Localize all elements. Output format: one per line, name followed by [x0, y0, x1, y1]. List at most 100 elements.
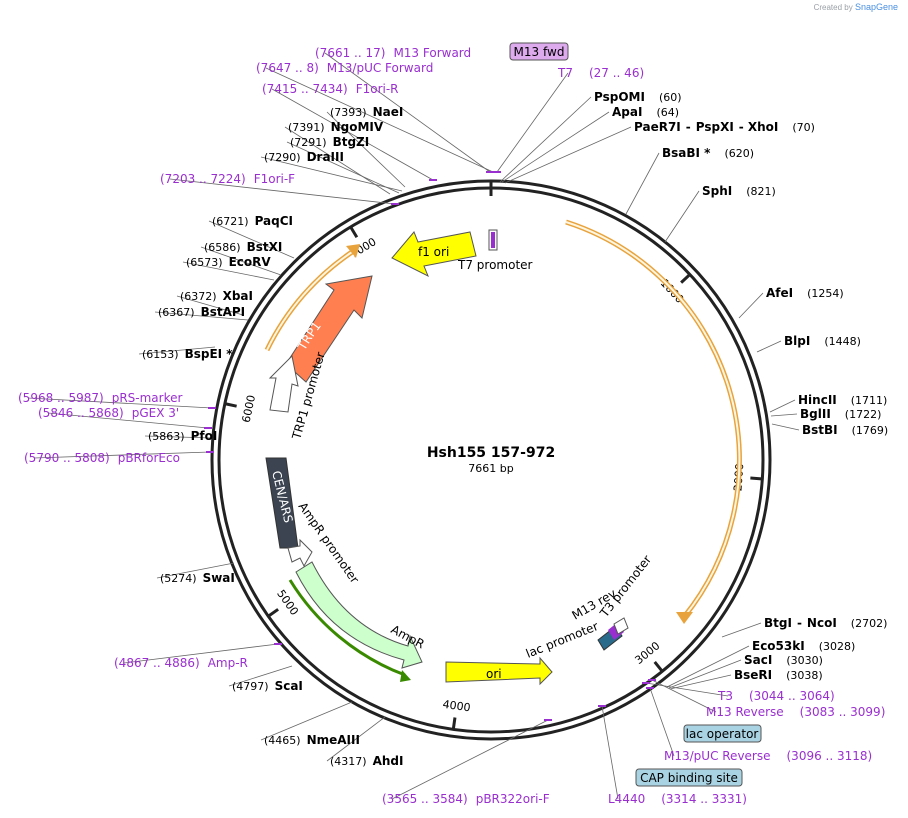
primer-name-pgex-3: pGEX 3': [132, 406, 179, 420]
cap-site-box-label: CAP binding site: [640, 771, 738, 785]
leader-eco53ki: [666, 645, 750, 688]
watermark-brand: SnapGene: [854, 2, 898, 12]
primer-name-m13-reverse: (3083 .. 3099): [800, 705, 886, 719]
primer-name-f1ori-r: F1ori-R: [356, 82, 399, 96]
enzyme-pos-eco53ki: (3028): [819, 640, 856, 653]
enzyme-sep: -: [739, 120, 744, 134]
primer-range-m13-forward: (7661 .. 17): [315, 46, 385, 60]
ori-arrow: [445, 656, 553, 686]
primer-range-m13-puc-reverse: M13/pUC Reverse: [664, 749, 771, 763]
primer-name-pbr322ori-f: pBR322ori-F: [476, 792, 550, 806]
primer-range-pgex-3: (5846 .. 5868): [38, 406, 124, 420]
leader-primer-pbrforeco: [33, 451, 211, 459]
enzyme-pos-bsabi: (620): [724, 147, 754, 160]
enzyme-pos-sphi: (821): [746, 185, 776, 198]
primer-range-f1ori-f: (7203 .. 7224): [160, 172, 246, 186]
leader-ahdi: [326, 716, 386, 762]
enzyme-label-eco53ki: Eco53kI(3028): [752, 639, 855, 653]
primer-label-pgex-3: (5846 .. 5868) pGEX 3': [38, 406, 179, 420]
enzyme-label-ngomiv: (7391)NgoMIV: [288, 120, 384, 134]
enzyme-pos-btgzi: (7291): [290, 136, 327, 149]
enzyme-name-apai: ApaI: [612, 105, 642, 119]
t3-promoter-label: T3 promoter: [597, 552, 655, 620]
enzyme-pos-paqci: (6721): [212, 215, 249, 228]
primer-label-l4440: L4440(3314 .. 3331): [608, 792, 747, 806]
enzyme-name-nmeaiii: NmeAIII: [307, 733, 360, 747]
leader-primer-pbr322ori-f: [391, 719, 549, 800]
enzyme-name-xbai: XbaI: [223, 289, 253, 303]
enzyme-pos-scai: (4797): [232, 680, 269, 693]
primer-marks: [204, 171, 656, 721]
primer-name-amp-r: Amp-R: [208, 656, 248, 670]
enzyme-label-scai: (4797)ScaI: [232, 679, 303, 693]
enzyme-pos-blpi: (1448): [824, 335, 861, 348]
enzyme-pos-naei: (7393): [330, 106, 367, 119]
leader-scai: [228, 665, 293, 687]
enzyme-sep: -: [686, 120, 691, 134]
enzyme-name-btgi: BtgI: [764, 616, 792, 630]
enzyme-label-hincii: HincII(1711): [798, 393, 887, 407]
enzyme-name-hincii: HincII: [798, 393, 837, 407]
leader-primer-m13-puc-forward: [265, 67, 494, 173]
leader-bspei: [138, 346, 216, 355]
enzyme-name-btgzi: BtgZI: [333, 135, 370, 149]
enzyme-label-pfoi: (5863)PfoI: [148, 429, 217, 443]
enzyme-label-blpi: BlpI(1448): [784, 334, 861, 348]
enzyme-sep: -: [797, 616, 802, 630]
enzyme-name-bseri: BseRI: [734, 668, 772, 682]
primer-label-m13-forward: (7661 .. 17)M13 Forward: [315, 46, 471, 60]
enzyme-name-ngomiv: NgoMIV: [331, 120, 384, 134]
t7-promoter-label: T7 promoter: [457, 258, 533, 272]
tick-mark-6000: [225, 402, 237, 408]
leader-primer-pgex-3: [47, 412, 209, 429]
primer-name-t7: (27 .. 46): [589, 66, 644, 80]
enzyme-pos-afei: (1254): [807, 287, 844, 300]
enzyme-name-sphi: SphI: [702, 184, 732, 198]
primer-range-t7: T7: [557, 66, 573, 80]
leader-draiii: [260, 156, 403, 192]
f1-ori-arrow: [391, 231, 477, 278]
primer-range-prs-marker: (5968 .. 5987): [18, 391, 104, 405]
leader-bsabi: [625, 152, 660, 215]
leader-bglii: [770, 413, 798, 417]
primer-label-m13-reverse: M13 Reverse (3083 .. 3099): [706, 705, 885, 719]
primer-range-t3: T3: [717, 689, 733, 703]
tick-mark-4000: [451, 717, 457, 729]
enzyme-label-xbai: (6372) XbaI: [180, 289, 253, 303]
leader-paqci: [208, 220, 295, 259]
enzyme-name-pfoi: PfoI: [191, 429, 218, 443]
enzyme-name-bstbi: BstBI: [802, 423, 838, 437]
primer-labels: (7661 .. 17)M13 Forward(7647 .. 8)M13/pU…: [18, 46, 885, 806]
enzyme-pos-bstxi: (6586): [204, 241, 241, 254]
leader-naei: [326, 111, 406, 188]
tick-mark-1000: [680, 274, 691, 284]
enzyme-pos-bseri: (3038): [786, 669, 823, 682]
f1-ori-label: f1 ori: [418, 245, 449, 259]
leader-blpi: [756, 340, 782, 353]
enzyme-pos-bstapi: (6367): [158, 306, 195, 319]
trp1-promoter-arrow: [268, 354, 299, 413]
enzyme-pos-xbai: (6372): [180, 290, 217, 303]
leader-paer7i: [504, 126, 632, 184]
enzyme-label-btgzi: (7291) BtgZI: [290, 135, 369, 149]
leader-sphi: [664, 190, 700, 243]
enzyme-label-ecorv: (6573)EcoRV: [186, 255, 271, 269]
primer-label-f1ori-r: (7415 .. 7434)F1ori-R: [262, 82, 399, 96]
tick-mark-7000: [349, 227, 359, 239]
primer-label-t3: T3(3044 .. 3064): [717, 689, 835, 703]
primer-range-m13-reverse: M13 Reverse: [706, 705, 784, 719]
ori-label: ori: [486, 667, 502, 681]
enzyme-label-naei: (7393)NaeI: [330, 105, 403, 119]
leader-primer-t3: [645, 682, 729, 697]
primer-label-m13-puc-forward: (7647 .. 8)M13/pUC Forward: [256, 61, 433, 75]
leader-primer-m13-forward: [324, 52, 491, 173]
leader-apai: [501, 111, 610, 183]
enzyme-name-ecorv: EcoRV: [229, 255, 272, 269]
enzyme-label-bsabi: BsaBI *(620): [662, 146, 754, 160]
primer-label-f1ori-f: (7203 .. 7224)F1ori-F: [160, 172, 295, 186]
leader-primer-f1ori-f: [169, 178, 396, 205]
tick-mark-3000: [653, 661, 663, 672]
enzyme-name-bstapi: BstAPI: [201, 305, 246, 319]
ampr-orf-arrowhead: [400, 670, 411, 682]
enzyme-pos-bspei: (6153): [142, 348, 179, 361]
